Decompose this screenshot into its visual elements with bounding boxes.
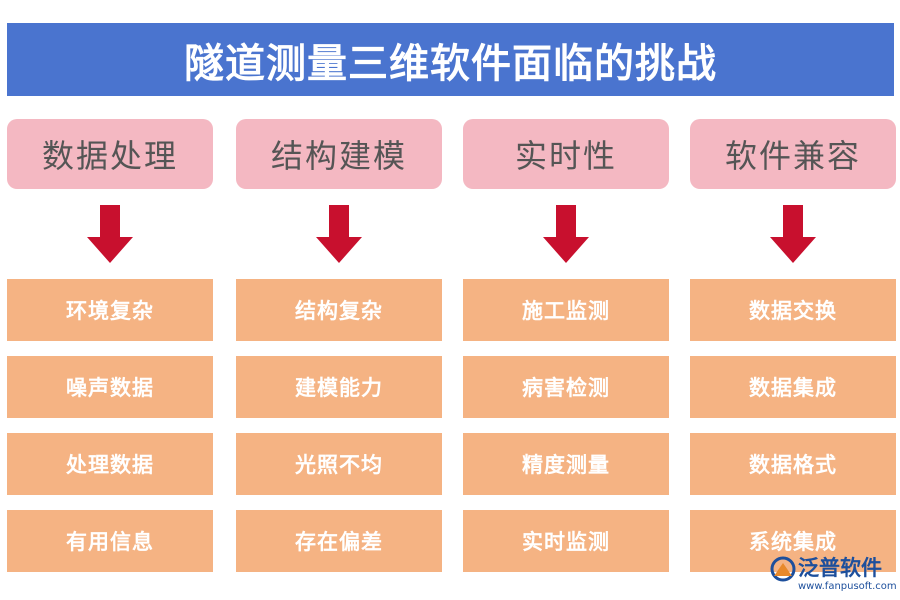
challenge-column-real-time: 实时性 施工监测 病害检测 精度测量 实时监测 (463, 0, 669, 600)
challenge-item: 建模能力 (236, 356, 442, 418)
challenge-item: 实时监测 (463, 510, 669, 572)
challenge-item: 施工监测 (463, 279, 669, 341)
challenge-item: 环境复杂 (7, 279, 213, 341)
challenge-column-data-processing: 数据处理 环境复杂 噪声数据 处理数据 有用信息 (7, 0, 213, 600)
challenge-item: 噪声数据 (7, 356, 213, 418)
challenge-item: 光照不均 (236, 433, 442, 495)
column-header: 实时性 (463, 119, 669, 189)
column-header: 结构建模 (236, 119, 442, 189)
challenge-item: 有用信息 (7, 510, 213, 572)
challenge-item: 精度测量 (463, 433, 669, 495)
down-arrow-icon (543, 205, 589, 263)
page-title: 隧道测量三维软件面临的挑战 (7, 23, 894, 96)
challenge-item: 处理数据 (7, 433, 213, 495)
fanpu-logo-icon (770, 556, 796, 582)
challenge-column-structure-modeling: 结构建模 结构复杂 建模能力 光照不均 存在偏差 (236, 0, 442, 600)
challenge-item: 存在偏差 (236, 510, 442, 572)
column-header: 软件兼容 (690, 119, 896, 189)
challenge-item: 数据集成 (690, 356, 896, 418)
challenge-item: 结构复杂 (236, 279, 442, 341)
brand-name: 泛普软件 (798, 556, 882, 580)
down-arrow-icon (87, 205, 133, 263)
challenge-item: 病害检测 (463, 356, 669, 418)
challenge-column-software-compatibility: 软件兼容 数据交换 数据集成 数据格式 系统集成 (690, 0, 896, 600)
down-arrow-icon (316, 205, 362, 263)
challenge-item: 数据格式 (690, 433, 896, 495)
challenge-item: 数据交换 (690, 279, 896, 341)
down-arrow-icon (770, 205, 816, 263)
brand-url: www.fanpusoft.com (798, 581, 897, 592)
column-header: 数据处理 (7, 119, 213, 189)
brand-watermark: 泛普软件 www.fanpusoft.com (768, 552, 898, 598)
